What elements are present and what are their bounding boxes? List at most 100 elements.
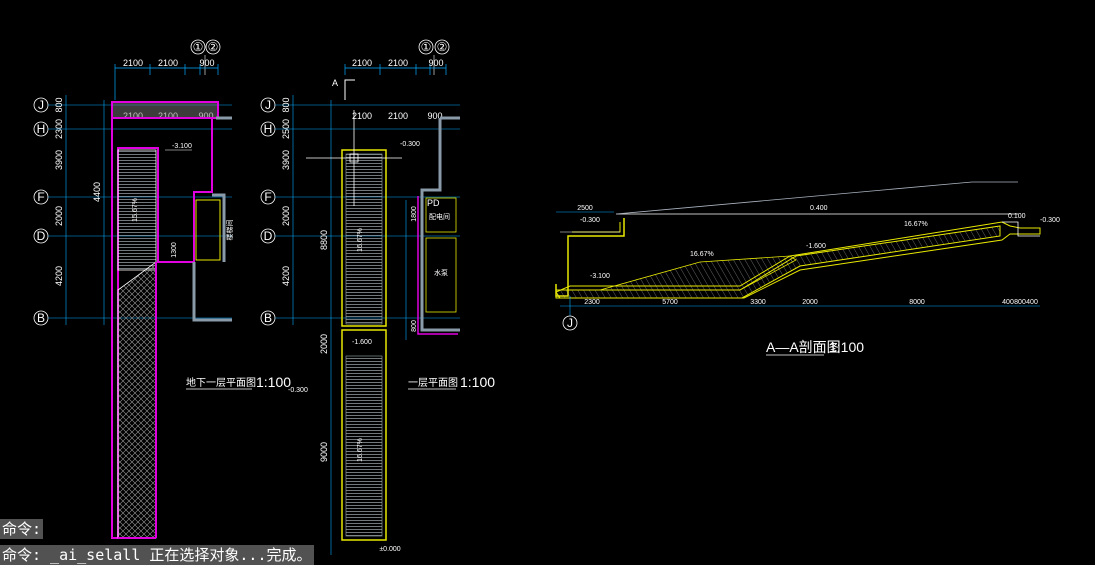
axis-bubble-d: D: [33, 228, 49, 244]
elevation-label: -3.100: [172, 143, 192, 150]
dim-left: 2000: [281, 206, 291, 226]
axis-bubble-h: H: [260, 121, 276, 137]
crosshair-cursor: [306, 110, 402, 206]
command-prompt[interactable]: 命令:: [0, 519, 44, 539]
dim-left: 3900: [54, 150, 64, 170]
dim-top: 900: [199, 58, 214, 68]
svg-text:D: D: [264, 229, 273, 243]
command-line[interactable]: 命令: 命令: _ai_selall 正在选择对象...完成。: [0, 517, 420, 565]
svg-text:J: J: [38, 98, 44, 112]
plan-scale: 1:100: [256, 374, 291, 390]
svg-text:J: J: [567, 316, 573, 330]
elevation-label: -0.300: [1040, 217, 1060, 224]
grid-bubble-2: ②: [434, 39, 450, 55]
ground-floor-plan: ① ② A 2100 2100 900 2100 2100 900 J H F …: [260, 39, 495, 555]
elevation-label: -0.300: [580, 217, 600, 224]
svg-text:D: D: [37, 229, 46, 243]
dim-bottom: 400: [1002, 299, 1014, 306]
axis-bubble-b: B: [260, 310, 276, 326]
slope-label: 15.67%: [132, 198, 139, 222]
dim-inner: 900: [427, 111, 442, 121]
elevation-label: -0.300: [288, 387, 308, 394]
dim-left: 800: [281, 97, 291, 112]
axis-bubble-j: J: [562, 315, 578, 331]
plan-title: 一层平面图: [408, 377, 458, 389]
slope-label: 16.67%: [690, 251, 714, 258]
dim-inner: 2100: [352, 111, 372, 121]
dim-bottom: ±0.000: [379, 546, 400, 553]
elevation-label: -3.100: [590, 273, 610, 280]
command-history: 命令: _ai_selall 正在选择对象...完成。: [0, 545, 314, 565]
pd-label: PD: [427, 198, 440, 208]
dim-top: 2500: [577, 205, 593, 212]
dim-top: 900: [428, 58, 443, 68]
dim-inner: 2100: [388, 111, 408, 121]
section-mark: A: [332, 78, 338, 88]
elevation-label: 0.400: [810, 205, 828, 212]
room-label: 配电间: [429, 212, 450, 221]
section-scale: 1:100: [829, 339, 864, 355]
dim-top: 2100: [388, 58, 408, 68]
axis-bubble-h: H: [33, 121, 49, 137]
dim-bottom: 800: [1014, 299, 1026, 306]
elevation-label: 0.100: [1008, 213, 1026, 220]
svg-text:F: F: [37, 190, 44, 204]
dim-bottom: 2000: [802, 299, 818, 306]
dim-small: 1300: [171, 242, 178, 258]
dim-bottom: 400: [1026, 299, 1038, 306]
svg-text:J: J: [265, 98, 271, 112]
svg-text:F: F: [264, 190, 271, 204]
room-label: 水泵: [434, 268, 448, 277]
elevation-label: -0.300: [400, 141, 420, 148]
dim-ramp: 8800: [319, 230, 329, 250]
axis-bubble-j: J: [260, 97, 276, 113]
axis-bubble-d: D: [260, 228, 276, 244]
dim-ramp: 2000: [319, 334, 329, 354]
svg-text:B: B: [37, 311, 45, 325]
slope-label: 16.67%: [357, 228, 364, 252]
axis-bubble-b: B: [33, 310, 49, 326]
dim-top: 2100: [352, 58, 372, 68]
dim-left: 2000: [54, 206, 64, 226]
elevation-label: -1.600: [352, 339, 372, 346]
dim-left: 2300: [54, 119, 64, 139]
dim-left: 3900: [281, 150, 291, 170]
slope-label: 16.67%: [357, 438, 364, 462]
elevation-label: -1.600: [806, 243, 826, 250]
svg-text:B: B: [264, 311, 272, 325]
dim-bottom: 8000: [909, 299, 925, 306]
axis-bubble-f: F: [33, 189, 49, 205]
dim-ramp: 9000: [319, 442, 329, 462]
grid-bubble-2: ②: [205, 39, 221, 55]
dim-overall: 4400: [92, 182, 102, 202]
grid-label: ②: [208, 40, 219, 54]
dim-left: 4200: [281, 266, 291, 286]
dim-bottom: 2300: [584, 299, 600, 306]
grid-label: ②: [437, 40, 448, 54]
dim-bottom: 5700: [662, 299, 678, 306]
dim-top: 2100: [123, 58, 143, 68]
dim-side: 1800: [411, 206, 418, 222]
dim-left: 4200: [54, 266, 64, 286]
axis-bubble-j: J: [33, 97, 49, 113]
axis-bubble-f: F: [260, 189, 276, 205]
plan-title: 地下一层平面图: [186, 376, 256, 389]
svg-text:H: H: [37, 122, 46, 136]
dim-low: 800: [411, 320, 418, 332]
grid-bubble-1: ①: [190, 39, 206, 55]
dim-top: 2100: [158, 58, 178, 68]
plan-scale: 1:100: [460, 374, 495, 390]
slope-label: 16.67%: [904, 221, 928, 228]
dim-left: 800: [54, 97, 64, 112]
svg-text:H: H: [264, 122, 273, 136]
basement-plan: ① ② 2100 2100 900 2100 2100 900 J H F D …: [33, 39, 291, 539]
room-label: 楼梯间: [225, 220, 234, 241]
dim-bottom: 3300: [750, 299, 766, 306]
dim-left: 2500: [281, 119, 291, 139]
grid-label: ①: [193, 40, 204, 54]
section-title: A—A剖面图: [766, 339, 841, 355]
grid-bubble-1: ①: [418, 39, 434, 55]
grid-label: ①: [421, 40, 432, 54]
section-a-a: -0.300 0.400 -1.600 -3.100 0.100 -0.300 …: [555, 181, 1060, 356]
